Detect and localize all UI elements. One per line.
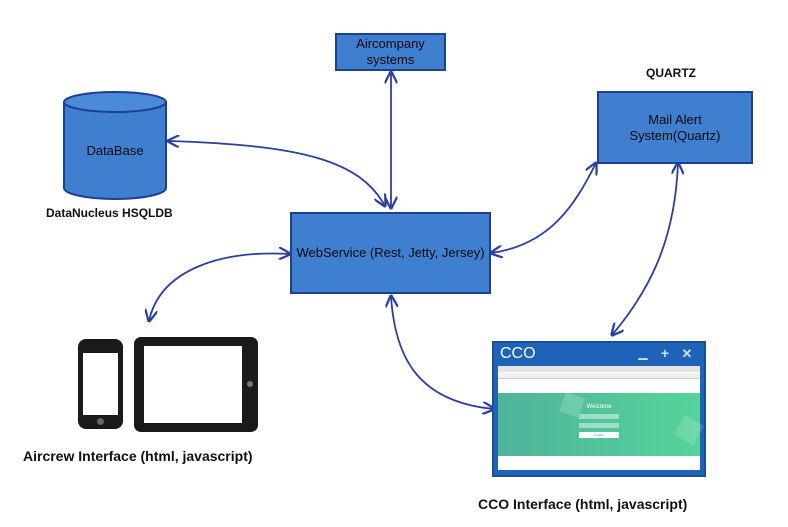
phone-device <box>78 339 123 429</box>
edge-database-webservice <box>168 141 385 206</box>
database-caption: DataNucleus HSQLDB <box>46 206 173 220</box>
webservice-node: WebService (Rest, Jetty, Jersey) <box>290 212 491 294</box>
cco-welcome-text: Welcome <box>586 404 612 410</box>
cco-username-field[interactable] <box>579 414 619 419</box>
tablet-home-button <box>247 381 253 387</box>
cco-browser-toolbar <box>498 366 700 372</box>
maximize-icon[interactable]: + <box>660 345 670 361</box>
cco-browser-tabs <box>498 373 700 379</box>
minimize-icon[interactable]: ▁ <box>638 346 648 360</box>
quartz-caption: QUARTZ <box>646 66 696 80</box>
aircrew-caption: Aircrew Interface (html, javascript) <box>23 448 253 464</box>
cco-caption: CCO Interface (html, javascript) <box>478 496 688 512</box>
close-icon[interactable]: ✕ <box>681 346 693 361</box>
database-cylinder <box>63 91 167 200</box>
cco-password-field[interactable] <box>579 423 619 428</box>
cco-browser-area: Welcome Login <box>498 366 705 470</box>
edge-webservice-cco <box>391 296 494 409</box>
phone-screen <box>83 353 118 415</box>
phone-home-button <box>97 418 104 425</box>
edge-webservice-aircrew <box>149 254 290 321</box>
cco-login-button[interactable]: Login <box>579 432 619 438</box>
cco-title: CCO <box>500 345 536 362</box>
tablet-screen <box>144 346 242 423</box>
cco-decor-square-2 <box>673 414 705 446</box>
mail-alert-node: Mail Alert System(Quartz) <box>597 91 753 164</box>
tablet-device <box>134 337 258 432</box>
aircompany-node: Aircompany systems <box>335 33 446 71</box>
edge-mailalert-cco <box>612 163 678 335</box>
cco-window: CCO ▁ + ✕ Welcome Login <box>492 341 706 477</box>
cco-login-panel: Welcome Login <box>498 392 705 456</box>
edge-webservice-mailalert <box>491 163 596 253</box>
database-label: DataBase <box>86 143 144 158</box>
